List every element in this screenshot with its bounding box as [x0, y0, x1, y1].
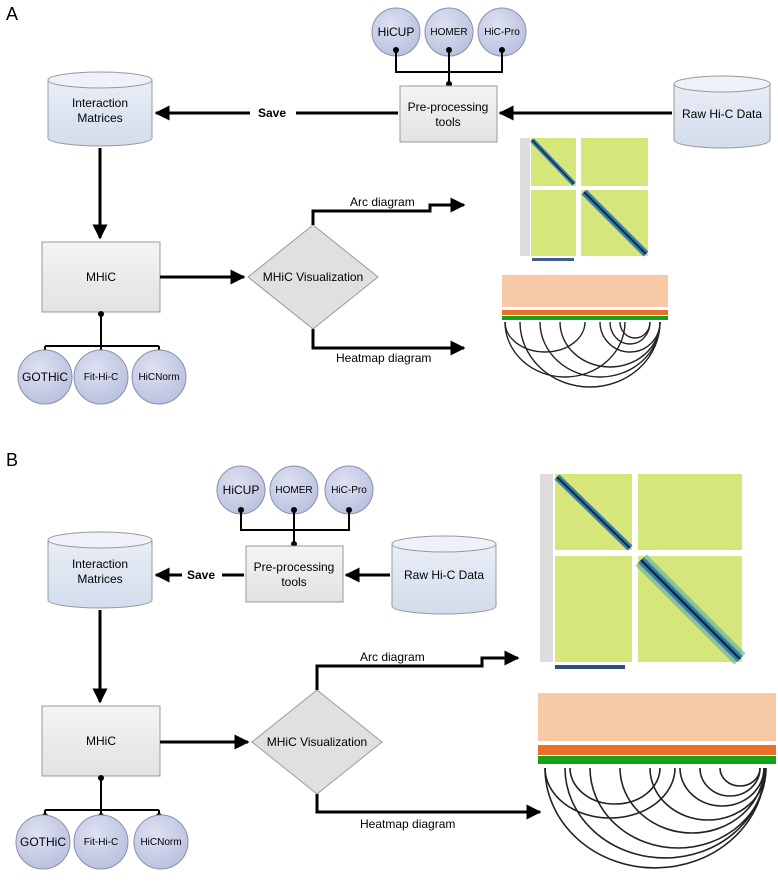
- arc-track-orange: [538, 745, 776, 755]
- arc-track-dots: [538, 693, 776, 741]
- normalizer-circles: GOTHiC Fit-Hi-C HiCNorm: [17, 311, 187, 405]
- normalizer-connector: [44, 312, 160, 352]
- arc-curves: [544, 767, 767, 869]
- normalizer-label-fithic: Fit-Hi-C: [84, 837, 118, 848]
- heatmap-row-labels: [520, 138, 530, 256]
- arrow-to-heatmap: [315, 794, 542, 820]
- normalizer-label-fithic: Fit-Hi-C: [84, 372, 118, 383]
- visualization-label: MHiC Visualization: [263, 270, 363, 284]
- preprocessing-label-line2: tools: [281, 575, 306, 589]
- arc-track-green: [538, 756, 776, 764]
- normalizer-label-hicnorm: HiCNorm: [140, 837, 181, 848]
- heatmap-colorbar: [532, 258, 574, 261]
- normalizer-circle-fithic: [73, 349, 129, 405]
- arc-track-dots: [502, 275, 668, 307]
- arc-track-green: [502, 316, 668, 320]
- normalizer-circles: GOTHiC Fit-Hi-C HiCNorm: [15, 775, 189, 870]
- interaction-label-line2: Matrices: [77, 111, 122, 125]
- arc-track-orange: [502, 310, 668, 315]
- heatmap-diagram-label: Heatmap diagram: [360, 817, 455, 831]
- normalizer-label-gothic: GOTHiC: [20, 835, 66, 849]
- interaction-label-line2: Matrices: [77, 572, 122, 586]
- preprocessing-box: [245, 545, 344, 603]
- normalizer-circle-gothic: [15, 814, 71, 870]
- normalizer-circle-gothic: [17, 349, 73, 405]
- raw-data-label: Raw Hi-C Data: [404, 568, 484, 582]
- arc-thumbnail: [502, 275, 668, 388]
- tool-label-homer: HOMER: [430, 27, 467, 38]
- tool-label-hicup: HiCUP: [223, 483, 260, 497]
- raw-data-cylinder: Raw Hi-C Data: [673, 75, 771, 149]
- tool-circles: HiCUP HOMER HiC-Pro: [216, 465, 374, 547]
- mhic-label: MHiC: [86, 270, 116, 284]
- normalizer-label-hicnorm: HiCNorm: [138, 372, 179, 383]
- tool-label-homer: HOMER: [275, 485, 312, 496]
- panel-letter: B: [6, 450, 18, 470]
- heatmap-thumbnail: [540, 474, 746, 669]
- interaction-matrices-cylinder: Interaction Matrices: [47, 531, 153, 609]
- preprocessing-label-line1: Pre-processing: [408, 100, 489, 114]
- arrow-to-arc: [315, 650, 520, 690]
- mhic-label: MHiC: [86, 734, 116, 748]
- tool-connector: [395, 50, 503, 86]
- tool-label-hicpro: HiC-Pro: [331, 485, 367, 496]
- normalizer-label-gothic: GOTHiC: [22, 370, 68, 384]
- arc-thumbnail: [538, 693, 776, 869]
- save-label: Save: [187, 568, 215, 582]
- arc-diagram-label: Arc diagram: [360, 650, 425, 664]
- interaction-label-line1: Interaction: [72, 96, 128, 110]
- tool-connector: [240, 510, 350, 546]
- panel-a: A HiCUP HOMER HiC-Pro Pre-processing too…: [6, 4, 771, 405]
- tool-circles: HiCUP HOMER HiC-Pro: [371, 7, 527, 87]
- mhic-box: [41, 705, 161, 777]
- normalizer-connector: [44, 776, 160, 816]
- interaction-matrices-cylinder: Interaction Matrices: [47, 71, 153, 147]
- visualization-label: MHiC Visualization: [267, 735, 367, 749]
- heatmap-thumbnail: [520, 138, 649, 261]
- heatmap-diagram-label: Heatmap diagram: [336, 351, 431, 365]
- arrow-to-arc: [311, 197, 466, 225]
- preprocessing-label-line1: Pre-processing: [254, 560, 335, 574]
- normalizer-circle-hicnorm: [133, 814, 189, 870]
- panel-letter: A: [6, 4, 18, 24]
- arc-curves: [504, 321, 661, 388]
- heatmap-colorbar: [555, 665, 625, 669]
- normalizer-circle-fithic: [73, 814, 129, 870]
- arrow-to-heatmap: [311, 329, 466, 356]
- interaction-label-line1: Interaction: [72, 557, 128, 571]
- raw-data-label: Raw Hi-C Data: [682, 107, 762, 121]
- panel-b: B HiCUP HOMER HiC-Pro Pre-processing too…: [6, 450, 776, 870]
- preprocessing-box: [399, 85, 498, 143]
- tool-label-hicpro: HiC-Pro: [484, 27, 520, 38]
- preprocessing-label-line2: tools: [435, 115, 460, 129]
- normalizer-circle-hicnorm: [131, 349, 187, 405]
- tool-label-hicup: HiCUP: [378, 25, 415, 39]
- save-label: Save: [258, 106, 286, 120]
- heatmap-row-labels: [540, 474, 553, 662]
- arc-diagram-label: Arc diagram: [350, 195, 415, 209]
- raw-data-cylinder: Raw Hi-C Data: [391, 535, 497, 615]
